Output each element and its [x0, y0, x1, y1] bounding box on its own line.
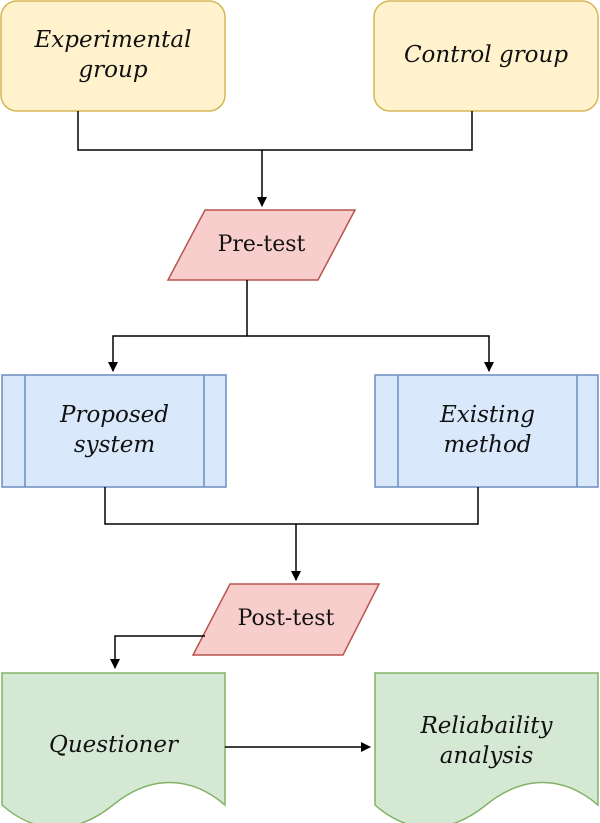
reliability-analysis-label: Reliabaility analysis [375, 692, 598, 792]
connector-pre-test-split [108, 280, 248, 372]
post-test-label: Post-test [193, 584, 379, 655]
existing-method-box [374, 374, 599, 488]
proposed-system-box [1, 374, 227, 488]
connector-groups-merge [77, 111, 473, 151]
connector-post-test-to-questioner [110, 635, 205, 669]
proposed-system-label: Proposed system [25, 375, 204, 487]
control-group-text: Control group [403, 42, 569, 69]
post-test-shape [191, 583, 381, 656]
existing-method-label: Existing method [398, 375, 577, 487]
experimental-group-box [0, 0, 226, 112]
experimental-group-label: Experimental group [1, 1, 225, 111]
reliability-analysis-document [374, 672, 599, 823]
control-group-label: Control group [374, 1, 598, 111]
reliability-analysis-line-1: Reliabaility [420, 713, 553, 740]
existing-method-line-1: Existing [439, 402, 536, 429]
control-group-box [373, 0, 599, 112]
questioner-label: Questioner [2, 700, 225, 792]
proposed-system-line-1: Proposed [59, 402, 170, 429]
pre-test-label: Pre-test [168, 210, 355, 280]
questioner-document [1, 672, 226, 823]
post-test-text: Post-test [237, 606, 335, 632]
connector-process-merge [104, 487, 479, 525]
pre-test-shape [166, 209, 357, 281]
questioner-text: Questioner [49, 732, 178, 759]
pre-test-text: Pre-test [217, 231, 306, 257]
experimental-group-text: Experimental group [34, 27, 192, 83]
connector-pre-test-to-existing [247, 335, 494, 372]
proposed-system-line-2: system [73, 432, 156, 458]
existing-method-line-2: method [443, 432, 532, 458]
reliability-analysis-line-2: analysis [439, 743, 534, 769]
